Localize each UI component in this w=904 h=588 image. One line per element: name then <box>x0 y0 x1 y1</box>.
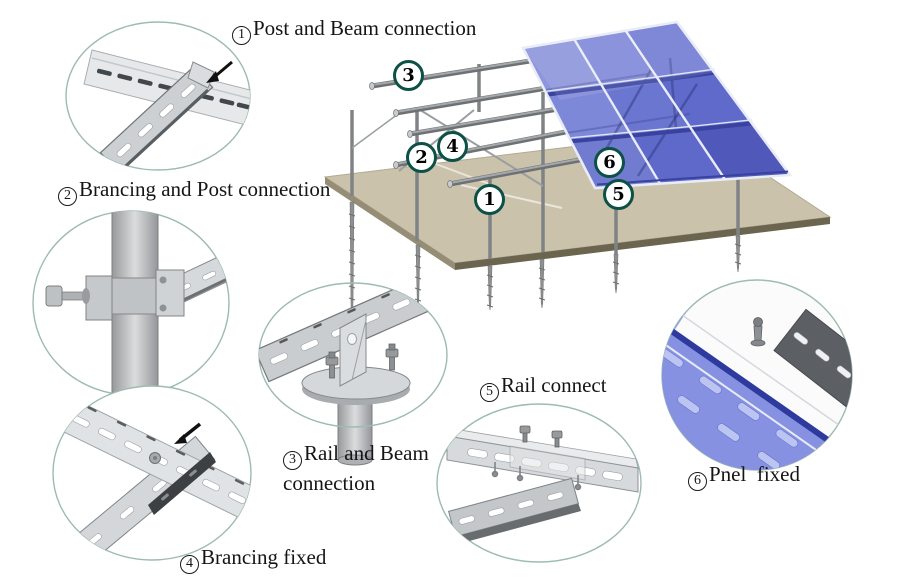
post-slots <box>116 83 196 158</box>
callout-text-2: Brancing and Post connection <box>79 177 331 201</box>
callout-text-1: Post and Beam connection <box>253 16 477 40</box>
callout-text-3: Rail and Beam connection <box>283 441 435 495</box>
ground-structure <box>323 20 832 333</box>
panel-underside <box>662 325 845 470</box>
structure-marker-3: 3 <box>393 60 424 91</box>
splice-plate <box>509 445 586 481</box>
circled-number-4: 4 <box>180 554 199 574</box>
inset-bracing-fixed <box>52 385 252 561</box>
l-bracket <box>339 313 367 387</box>
solar-panel-array <box>521 20 793 190</box>
clamp-bolt <box>45 285 90 307</box>
inset-rail-beam-connection <box>258 282 448 466</box>
circled-number-1: 1 <box>232 25 251 45</box>
inset-post-beam-connection <box>65 21 251 171</box>
callout-text-4: Brancing fixed <box>201 545 327 569</box>
structure-marker-1: 1 <box>474 184 505 215</box>
arrow-icon <box>206 60 233 83</box>
structure-marker-2: 2 <box>406 142 437 173</box>
structure-marker-5: 5 <box>603 179 634 210</box>
arrow-icon <box>174 422 202 444</box>
inset-bracing-post-connection <box>32 210 230 396</box>
circled-number-5: 5 <box>480 382 499 402</box>
panel-slots <box>662 349 799 470</box>
under-bolts <box>491 462 582 491</box>
circled-number-3: 3 <box>283 450 302 470</box>
inset-panel-fixed <box>661 279 853 471</box>
bolt <box>149 452 161 464</box>
panel-frame-strip <box>662 322 847 455</box>
support-posts <box>350 64 740 259</box>
flange-bolts <box>325 343 399 379</box>
inset-rail-connect <box>436 403 642 563</box>
callout-text-5: Rail connect <box>501 373 607 397</box>
brace-dark-flange <box>148 452 216 515</box>
pipe-clamp <box>85 269 185 321</box>
circled-number-6: 6 <box>688 471 707 491</box>
callout-text-6: Pnel fixed <box>709 462 800 486</box>
circled-number-2: 2 <box>58 186 77 206</box>
clamp-bolt <box>750 317 766 347</box>
structure-marker-4: 4 <box>437 131 468 162</box>
structure-marker-6: 6 <box>594 147 625 178</box>
splice-bolts <box>519 425 563 448</box>
